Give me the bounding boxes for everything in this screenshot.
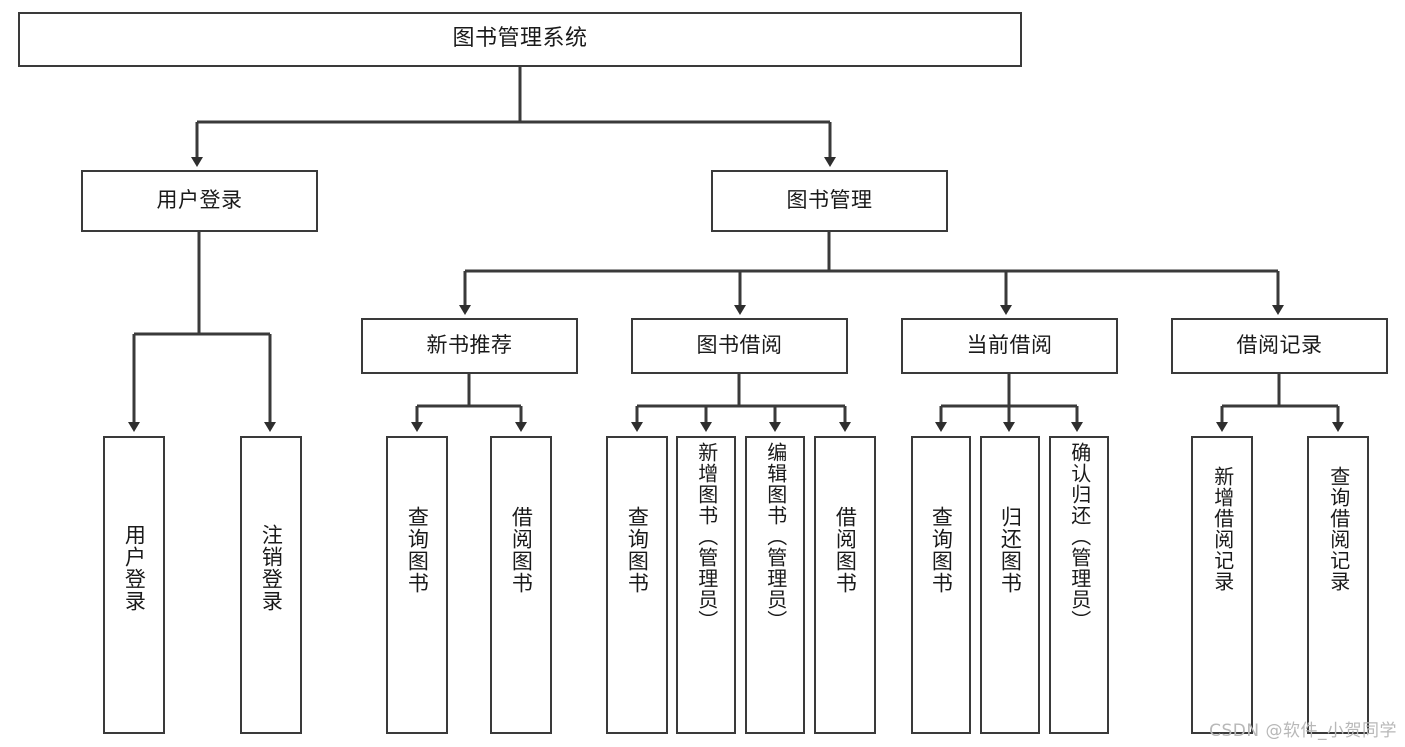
leaf-current-return-books[interactable]: 归还图书	[980, 436, 1040, 734]
leaf-borrow-query-books[interactable]: 查询图书	[606, 436, 668, 734]
node-label: 借阅图书	[509, 506, 534, 594]
node-label: 图书借阅	[696, 333, 783, 358]
node-label: 用户登录	[156, 188, 243, 213]
node-label: 当前借阅	[966, 333, 1053, 358]
node-label: 借阅记录	[1236, 333, 1323, 358]
node-label: 新增借阅记录	[1210, 466, 1235, 592]
leaf-user-logout[interactable]: 注销登录	[240, 436, 302, 734]
leaf-new-book-borrow-books[interactable]: 借阅图书	[490, 436, 552, 734]
node-label: 查询图书	[405, 506, 430, 594]
node-label: 新增图书（管理员）	[694, 442, 719, 631]
node-label: 确认归还（管理员）	[1067, 442, 1092, 631]
node-new-book-recommend[interactable]: 新书推荐	[361, 318, 578, 374]
leaf-current-confirm-return-admin[interactable]: 确认归还（管理员）	[1049, 436, 1109, 734]
node-current-borrow[interactable]: 当前借阅	[901, 318, 1118, 374]
node-label: 查询图书	[625, 506, 650, 594]
node-book-management[interactable]: 图书管理	[711, 170, 948, 232]
node-book-borrow[interactable]: 图书借阅	[631, 318, 848, 374]
node-label: 归还图书	[998, 506, 1023, 594]
node-user-login[interactable]: 用户登录	[81, 170, 318, 232]
leaf-user-login[interactable]: 用户登录	[103, 436, 165, 734]
leaf-borrow-add-book-admin[interactable]: 新增图书（管理员）	[676, 436, 736, 734]
leaf-record-query-borrow-record[interactable]: 查询借阅记录	[1307, 436, 1369, 734]
leaf-new-book-query-books[interactable]: 查询图书	[386, 436, 448, 734]
node-label: 编辑图书（管理员）	[763, 442, 788, 631]
node-label: 用户登录	[122, 524, 147, 612]
leaf-borrow-edit-book-admin[interactable]: 编辑图书（管理员）	[745, 436, 805, 734]
node-label: 查询图书	[929, 506, 954, 594]
node-label: 借阅图书	[833, 506, 858, 594]
node-borrow-record[interactable]: 借阅记录	[1171, 318, 1388, 374]
node-label: 图书管理系统	[452, 26, 588, 52]
node-label: 查询借阅记录	[1326, 466, 1351, 592]
node-root-book-management-system[interactable]: 图书管理系统	[18, 12, 1022, 67]
leaf-borrow-borrow-books[interactable]: 借阅图书	[814, 436, 876, 734]
leaf-record-add-borrow-record[interactable]: 新增借阅记录	[1191, 436, 1253, 734]
node-label: 注销登录	[259, 524, 284, 612]
node-label: 图书管理	[786, 188, 873, 213]
leaf-current-query-books[interactable]: 查询图书	[911, 436, 971, 734]
node-label: 新书推荐	[426, 333, 513, 358]
